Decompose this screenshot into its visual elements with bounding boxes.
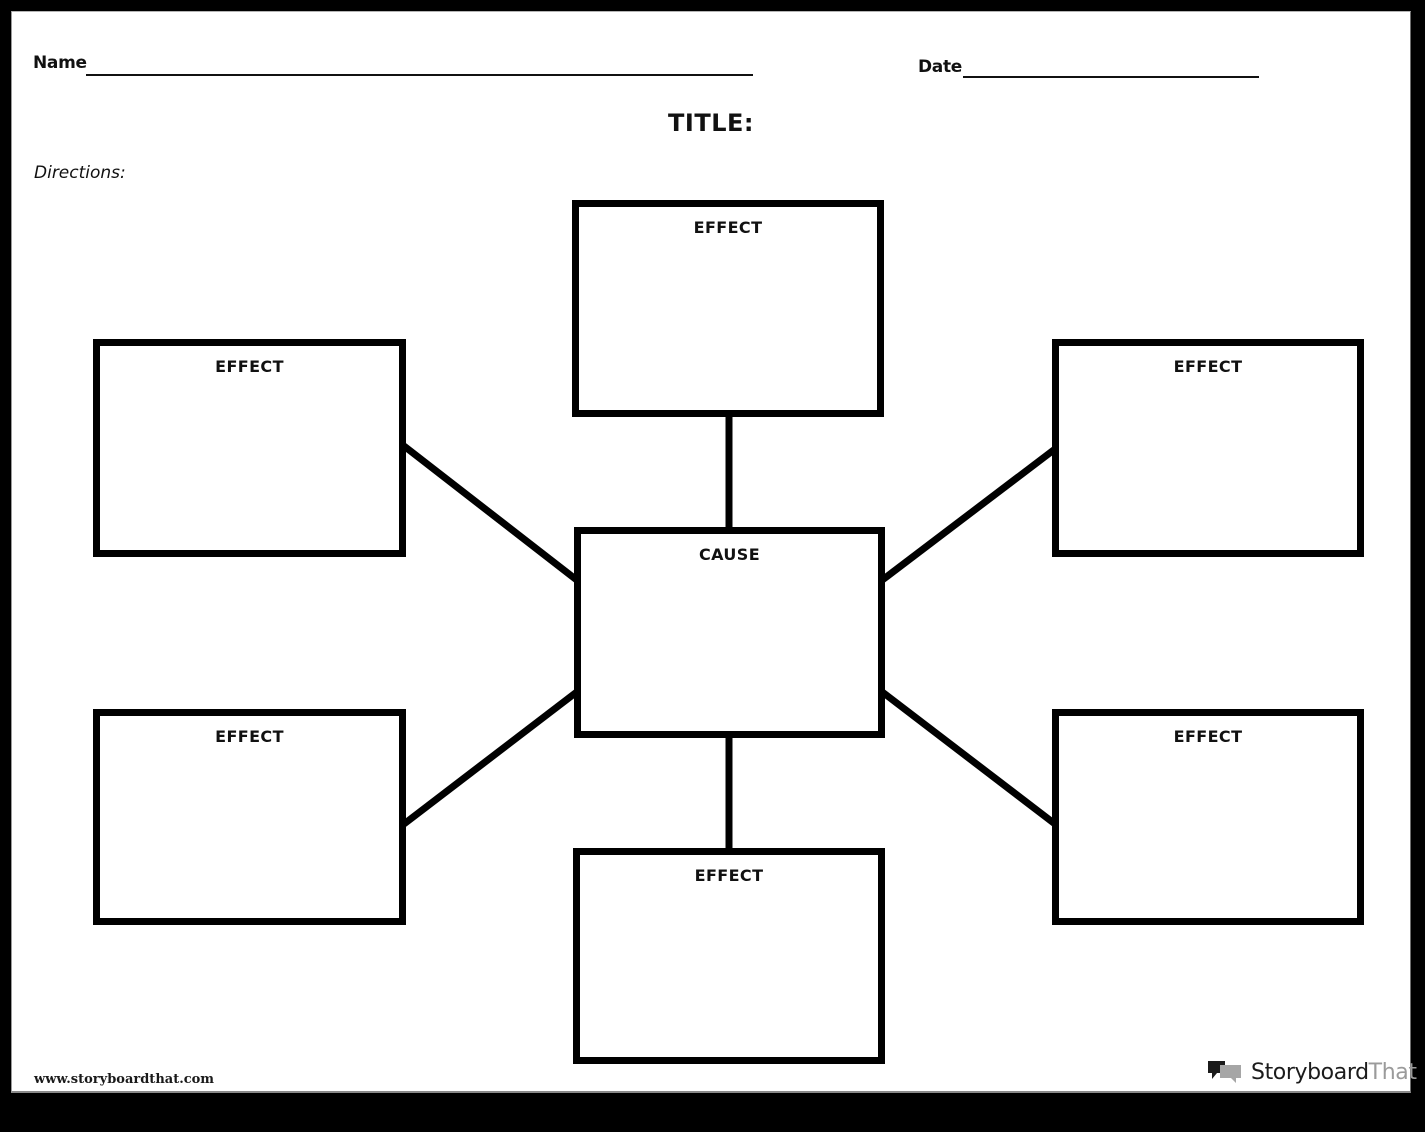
date-write-in-line[interactable] — [963, 76, 1259, 78]
effect-box-top-label: EFFECT — [693, 218, 763, 237]
logo-word-that: That — [1368, 1059, 1417, 1085]
worksheet-page: Name Date TITLE: Directions: EFFECT — [11, 11, 1417, 1094]
name-label: Name — [33, 53, 87, 73]
connector-cause-to-effect-right-bottom — [878, 688, 1058, 827]
site-url-text[interactable]: www.storyboardthat.com — [34, 1072, 215, 1087]
date-label: Date — [918, 57, 963, 77]
effect-box-bottom-label: EFFECT — [694, 866, 764, 885]
connector-cause-to-effect-left-top — [401, 443, 581, 584]
cause-effect-diagram: EFFECT EFFECT EFFECT CAUSE EFFECT EFFECT — [12, 12, 1412, 1094]
effect-box-left-top[interactable]: EFFECT — [93, 339, 406, 557]
effect-box-right-bottom[interactable]: EFFECT — [1052, 709, 1364, 925]
page-title: TITLE: — [668, 109, 754, 137]
effect-box-top[interactable]: EFFECT — [572, 200, 884, 417]
directions-label: Directions: — [34, 163, 126, 183]
effect-box-left-bottom[interactable]: EFFECT — [93, 709, 406, 925]
effect-box-right-top[interactable]: EFFECT — [1052, 339, 1364, 557]
connector-cause-to-effect-left-bottom — [401, 688, 581, 827]
effect-box-left-bottom-label: EFFECT — [215, 727, 284, 746]
name-write-in-line[interactable] — [86, 74, 753, 76]
logo-word-storyboard: Storyboard — [1251, 1059, 1369, 1085]
effect-box-left-top-label: EFFECT — [215, 357, 284, 376]
storyboardthat-logo[interactable]: Storyboard That — [1207, 1057, 1417, 1087]
connector-cause-to-effect-right-top — [878, 446, 1058, 584]
effect-box-bottom[interactable]: EFFECT — [573, 848, 885, 1064]
effect-box-right-top-label: EFFECT — [1173, 357, 1243, 376]
speech-bubbles-icon — [1208, 1061, 1241, 1083]
cause-box-label: CAUSE — [698, 545, 761, 564]
cause-box[interactable]: CAUSE — [574, 527, 885, 738]
effect-box-right-bottom-label: EFFECT — [1173, 727, 1243, 746]
